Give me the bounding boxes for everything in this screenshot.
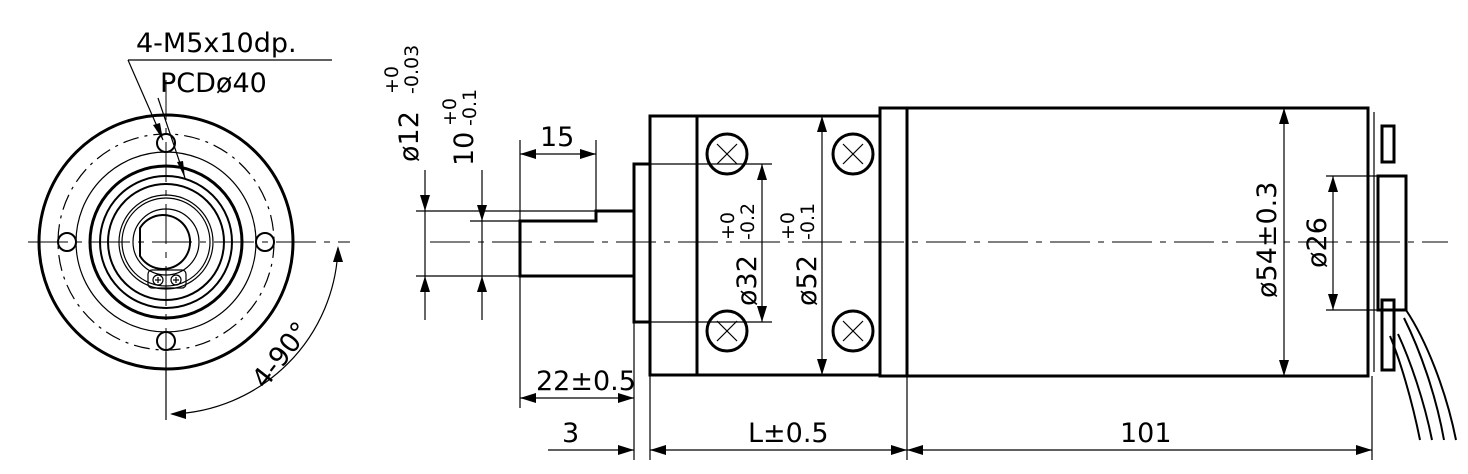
flat-width-lower-tol: -0.1 <box>459 89 481 126</box>
shaft-d-profile <box>139 214 192 270</box>
endcap-diameter-label: ø26 <box>1302 217 1333 268</box>
hub-circle <box>118 194 214 290</box>
angle-note: 4-90° <box>246 316 316 394</box>
shaft-diameter-lower-tol: -0.03 <box>401 45 423 94</box>
flat-width-label: 10 <box>449 132 480 166</box>
output-shaft <box>518 209 636 278</box>
gearbox-diameter-label: ø52 <box>792 255 823 306</box>
pilot-diameter-label: ø32 <box>732 255 763 306</box>
pilot-boss <box>632 162 652 324</box>
mounting-hole-left <box>57 232 77 252</box>
terminal-left <box>152 274 164 286</box>
dim-flat-length: 15 <box>519 122 597 221</box>
lead-wire-1 <box>1389 335 1421 441</box>
end-cap <box>1376 174 1408 312</box>
dim-flat-width: 10 +0 -0.1 <box>439 89 520 320</box>
motor-diameter-label: ø54±0.3 <box>1252 182 1283 298</box>
terminal-block <box>147 269 187 289</box>
screw-bottom-left <box>705 309 749 353</box>
lead-wire-4 <box>1405 309 1457 441</box>
mounting-hole-right <box>255 232 275 252</box>
pcd-note: PCDø40 <box>160 68 267 99</box>
hole-note: 4-M5x10dp. <box>136 28 297 59</box>
bearing-circle <box>107 183 225 301</box>
pilot-length-label: 3 <box>562 418 579 449</box>
dim-pilot-diameter: ø32 +0 -0.2 <box>650 163 772 323</box>
dim-bottom-chain: 3 L±0.5 101 <box>548 376 1373 460</box>
dim-motor-diameter: ø54±0.3 <box>1252 108 1289 376</box>
shaft-collar-circle <box>132 208 200 276</box>
mounting-hole-top <box>156 133 176 153</box>
dim-endcap-diameter: ø26 <box>1302 175 1406 311</box>
mounting-hole-bottom <box>156 331 176 351</box>
lead-wire-2 <box>1397 333 1433 441</box>
screw-top-left <box>705 132 749 176</box>
gearbox-diameter-lower-tol: -0.1 <box>797 203 819 240</box>
brush-holder-bottom <box>1380 298 1396 372</box>
hub-inner-circle <box>121 197 211 287</box>
motor-length-label: 101 <box>1120 418 1172 449</box>
screw-top-right <box>831 132 875 176</box>
pilot-diameter-upper-tol: +0 <box>717 212 739 240</box>
lead-wire-3 <box>1403 317 1445 441</box>
terminal-right <box>170 274 182 286</box>
front-view: 4-M5x10dp. PCDø40 4-90° <box>28 28 350 420</box>
pilot-outer-circle <box>88 164 244 320</box>
angle-arc <box>171 247 339 415</box>
side-view: ø12 +0 -0.03 10 +0 -0.1 15 <box>381 45 1457 460</box>
flat-width-upper-tol: +0 <box>439 98 461 126</box>
pilot-diameter-lower-tol: -0.2 <box>737 203 759 240</box>
gearbox-length-label: L±0.5 <box>748 418 829 449</box>
brush-holder-top <box>1380 124 1396 164</box>
shaft-diameter-upper-tol: +0 <box>381 66 403 94</box>
dim-shaft-length: 22±0.5 <box>519 276 636 408</box>
pilot-inner-circle <box>99 175 233 309</box>
gearbox-body <box>648 114 882 377</box>
gearbox-diameter-upper-tol: +0 <box>777 212 799 240</box>
flat-length-label: 15 <box>540 122 574 153</box>
shaft-diameter-label: ø12 <box>394 111 425 162</box>
dim-shaft-diameter: ø12 +0 -0.03 <box>381 45 596 320</box>
shaft-length-label: 22±0.5 <box>536 366 636 397</box>
screw-bottom-right <box>831 309 875 353</box>
dim-gearbox-diameter: ø52 +0 -0.1 <box>777 116 827 375</box>
